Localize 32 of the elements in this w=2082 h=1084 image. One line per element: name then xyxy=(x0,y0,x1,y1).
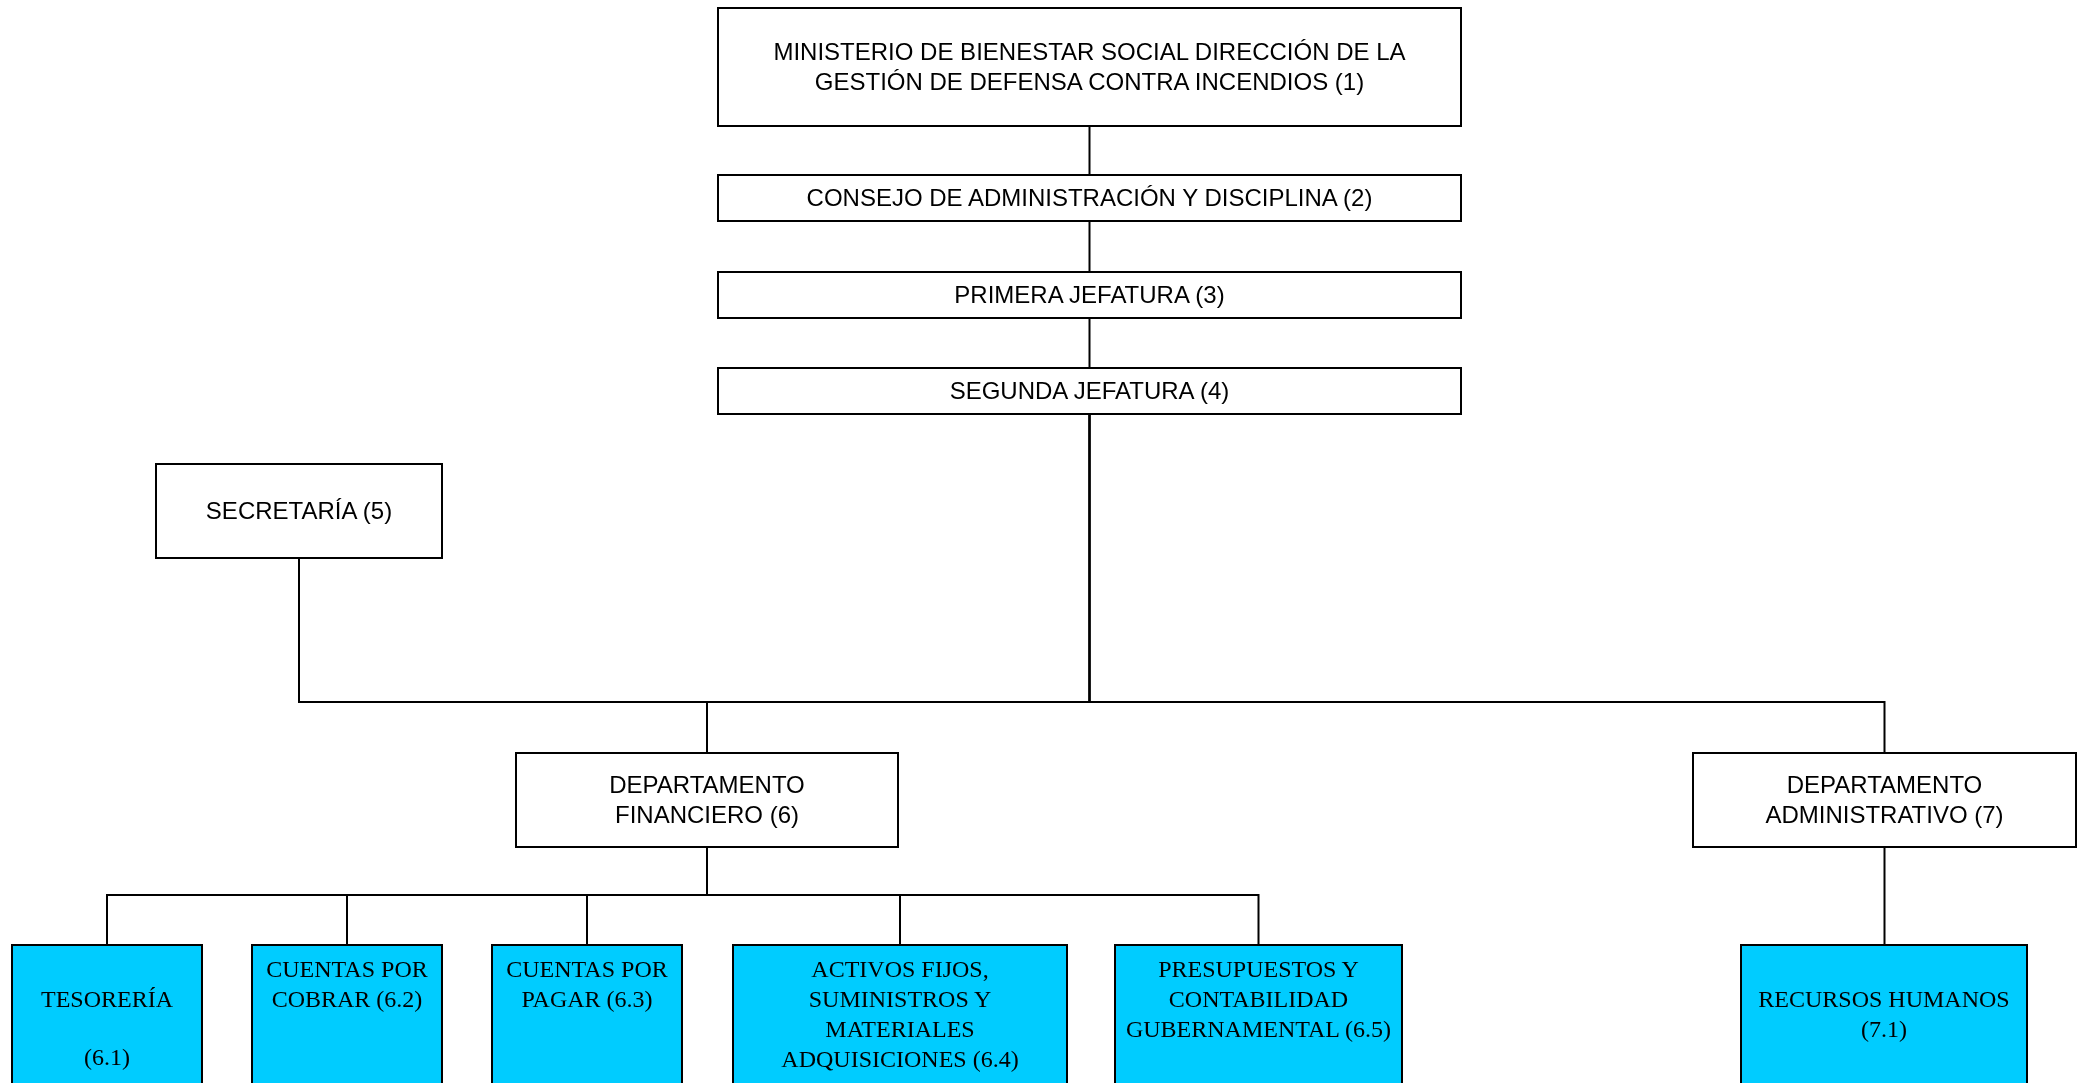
box-label: MINISTERIO DE BIENESTAR SOCIAL DIRECCIÓN DE LA GESTIÓN DE DEFENSA CONTRA INCENDIOS (1) xyxy=(772,37,1407,97)
box-label: ACTIVOS FIJOS, SUMINISTROS Y MATERIALES ADQUISICIONES (6.4) xyxy=(780,955,1020,1074)
box-label: DEPARTAMENTO FINANCIERO (6) xyxy=(608,770,806,830)
connector-line xyxy=(1883,847,1886,945)
org-box xyxy=(717,271,1462,319)
org-box xyxy=(717,367,1462,415)
org-box xyxy=(717,7,1462,127)
connector-line xyxy=(1088,126,1091,175)
unit-box xyxy=(1740,944,2028,1083)
box-label: PRIMERA JEFATURA (3) xyxy=(954,280,1225,310)
box-label: CONSEJO DE ADMINISTRACIÓN Y DISCIPLINA (2) xyxy=(806,183,1373,213)
box-label: RECURSOS HUMANOS (7.1) xyxy=(1757,985,2011,1044)
unit-box xyxy=(251,944,443,1083)
box-label: DEPARTAMENTO ADMINISTRATIVO (7) xyxy=(1764,770,2005,830)
box-label: SEGUNDA JEFATURA (4) xyxy=(949,376,1230,406)
box-label: CUENTAS POR COBRAR (6.2) xyxy=(265,955,429,1014)
box-label: SECRETARÍA (5) xyxy=(205,496,393,526)
box-label: (6.1) xyxy=(84,1043,130,1072)
unit-box xyxy=(1114,944,1403,1083)
org-box xyxy=(515,752,899,848)
unit-box xyxy=(11,944,203,1083)
unit-box xyxy=(732,944,1068,1083)
org-box xyxy=(717,174,1462,222)
org-box xyxy=(155,463,443,559)
connector-line xyxy=(1088,414,1886,753)
connector-line xyxy=(1088,318,1091,368)
box-label: PRESUPUESTOS Y CONTABILIDAD GUBERNAMENTAL (6.5) xyxy=(1124,955,1393,1044)
org-box xyxy=(1692,752,2077,848)
box-label: CUENTAS POR PAGAR (6.3) xyxy=(505,955,669,1014)
box-label: TESORERÍA xyxy=(41,985,173,1014)
unit-box xyxy=(491,944,683,1083)
connector-line xyxy=(1088,221,1091,272)
